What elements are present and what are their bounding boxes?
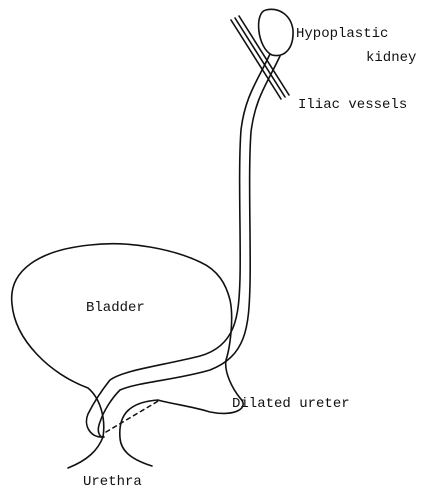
bladder-shape <box>12 244 243 466</box>
hypoplastic-kidney-shape <box>259 9 293 55</box>
hypoplastic-kidney-label-line1: Hypoplastic <box>296 27 388 41</box>
iliac-vessels-label: Iliac vessels <box>298 98 407 112</box>
ureter-dashed-segment <box>106 400 160 432</box>
urethra-shape <box>68 437 103 468</box>
dilated-ureter-shape <box>86 54 280 437</box>
dilated-ureter-label: Dilated ureter <box>232 397 350 411</box>
iliac-vessels-shape <box>231 16 289 99</box>
urethra-label: Urethra <box>83 475 142 489</box>
hypoplastic-kidney-label-line2: kidney <box>366 51 416 65</box>
bladder-label: Bladder <box>86 301 145 315</box>
